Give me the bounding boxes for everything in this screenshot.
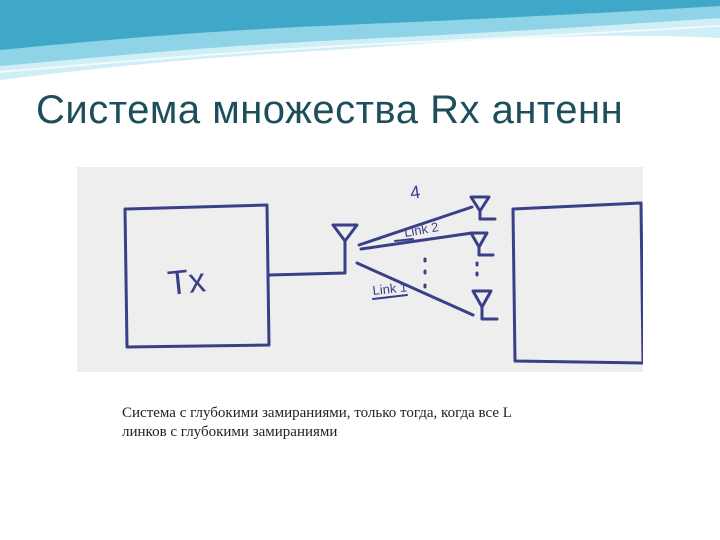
diagram-link-label-lower: Link 1 — [372, 279, 408, 298]
tx-antenna-icon — [331, 223, 359, 251]
diagram-count-label: 4 — [409, 182, 422, 203]
rx-box — [511, 201, 643, 365]
slide-caption: Система с глубокими замираниями, только … — [122, 404, 642, 442]
diagram-link-label-upper: Link 2 — [403, 219, 440, 240]
rx-antenna-2-icon — [469, 231, 495, 257]
ellipsis-dots — [423, 257, 479, 289]
rx-antenna-1-icon — [469, 195, 497, 221]
link-line-lower — [355, 261, 475, 317]
rx-antenna-3-icon — [471, 289, 499, 321]
header-wave-decoration — [0, 0, 720, 86]
diagram-sketch: 4 Tx Link 2 Link 1 — [77, 167, 643, 372]
caption-line-2: линков с глубокими замираниями — [122, 424, 338, 440]
tx-feed-line — [267, 243, 347, 277]
diagram-tx-label: Tx — [166, 261, 208, 303]
slide-title: Система множества Rx антенн — [36, 88, 624, 132]
link-line-top — [357, 205, 474, 247]
tx-box — [123, 203, 271, 349]
caption-line-1: Система с глубокими замираниями, только … — [122, 405, 512, 421]
link-line-upper — [359, 231, 474, 251]
